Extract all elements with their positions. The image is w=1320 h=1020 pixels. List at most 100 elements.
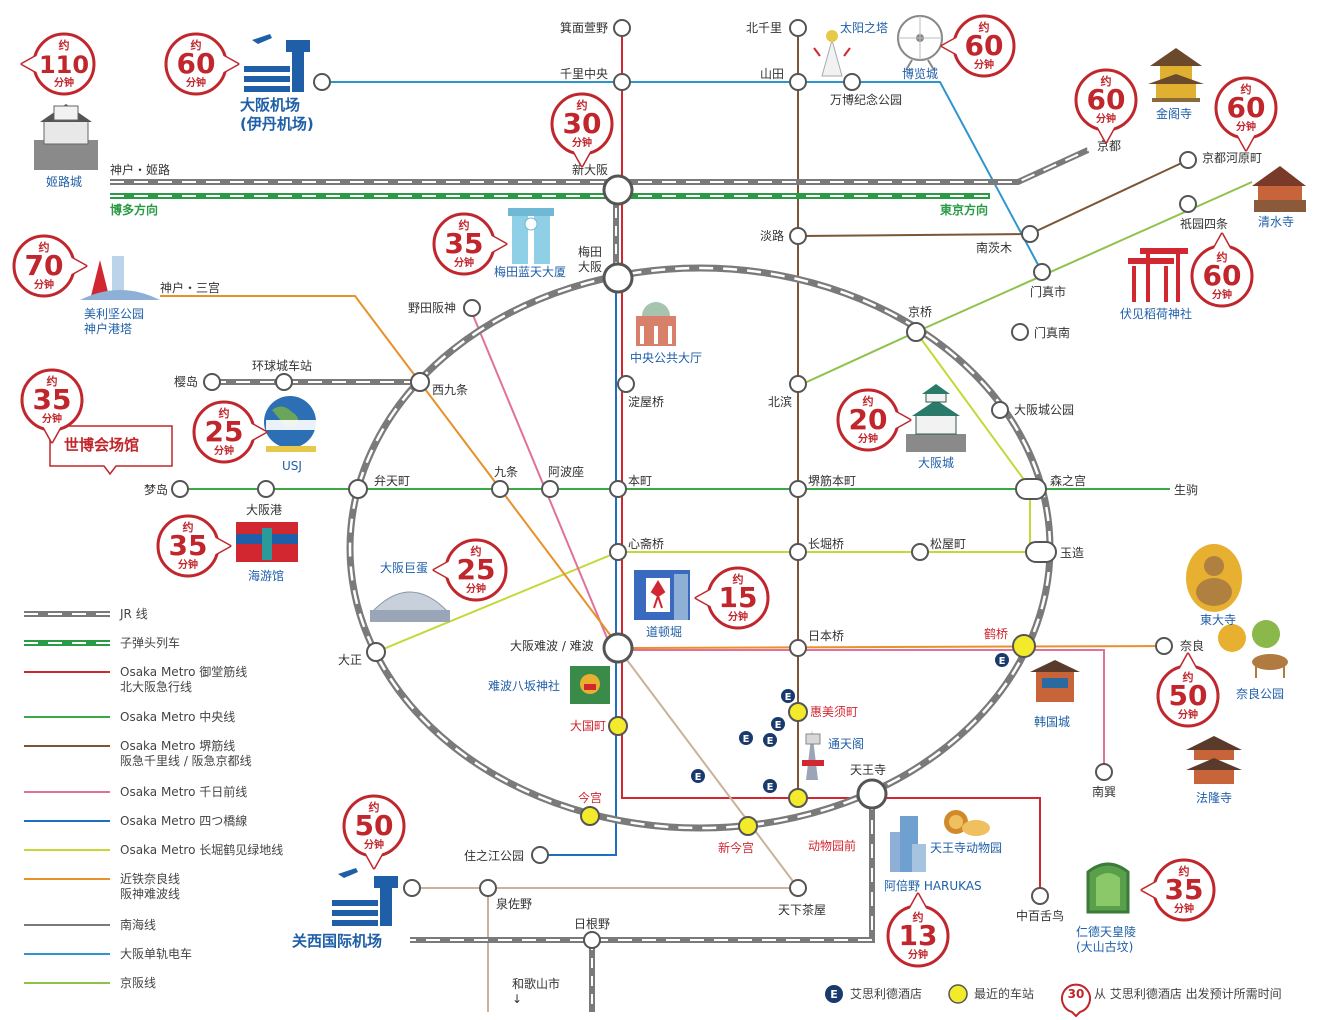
station-marker[interactable] <box>1155 637 1173 655</box>
badge-prefix: 约 <box>59 38 70 52</box>
nearest-station-marker[interactable] <box>738 816 758 836</box>
station-marker[interactable] <box>789 19 807 37</box>
station-marker[interactable] <box>789 227 807 245</box>
station-marker[interactable] <box>491 480 509 498</box>
badge-unit: 分钟 <box>728 610 748 623</box>
station-marker[interactable] <box>275 373 293 391</box>
station-marker[interactable] <box>1025 541 1057 563</box>
tsutenkaku-icon <box>802 730 824 780</box>
station-marker[interactable] <box>789 543 807 561</box>
badge-prefix: 约 <box>471 544 482 558</box>
map-key: E 艾思利德酒店 最近的车站 30 从 艾思利德酒店 出发预计所需时间 <box>825 983 1282 1018</box>
station-marker[interactable] <box>789 480 807 498</box>
station-marker[interactable] <box>789 73 807 91</box>
expo-venue-box[interactable]: 世博会场馆 <box>49 425 173 476</box>
station-marker[interactable] <box>843 73 861 91</box>
legend-item: Osaka Metro 千日前线 <box>24 784 247 799</box>
station-marker[interactable] <box>583 931 601 949</box>
station-marker[interactable] <box>911 543 929 561</box>
station-label: 千里中央 <box>560 66 608 81</box>
station-marker[interactable] <box>906 322 926 342</box>
nearest-station-marker[interactable] <box>788 702 808 722</box>
station-marker[interactable] <box>203 373 221 391</box>
hotel-marker[interactable]: E <box>781 689 795 703</box>
station-marker[interactable] <box>403 879 421 897</box>
hotel-marker[interactable]: E <box>691 769 705 783</box>
station-marker[interactable] <box>613 19 631 37</box>
station-label: 南巽 <box>1092 784 1116 799</box>
station-marker[interactable] <box>609 543 627 561</box>
station-marker[interactable] <box>1011 323 1029 341</box>
nearest-station-marker[interactable] <box>788 788 808 808</box>
station-marker[interactable] <box>1015 478 1047 500</box>
central-public-hall-icon <box>636 302 676 346</box>
station-label: 弁天町 <box>374 473 410 488</box>
station-marker[interactable] <box>613 73 631 91</box>
station-marker[interactable] <box>1031 887 1049 905</box>
yotsubashi-line <box>540 280 617 856</box>
badge-prefix: 约 <box>1241 82 1252 96</box>
station-marker[interactable] <box>789 375 807 393</box>
station-markers <box>171 19 1197 949</box>
station-marker[interactable] <box>789 879 807 897</box>
poi-label-tsutenkaku: 通天阁 <box>828 737 864 751</box>
sennichimae-line <box>469 307 1105 772</box>
station-marker[interactable] <box>531 846 549 864</box>
hotel-marker[interactable]: E <box>739 731 753 745</box>
station-marker[interactable] <box>366 642 386 662</box>
nearest-station-marker[interactable] <box>1012 634 1036 658</box>
station-marker[interactable] <box>541 480 559 498</box>
legend-item: Osaka Metro 堺筋线阪急千里线 / 阪急京都线 <box>24 738 252 768</box>
station-label: 山田 <box>760 67 784 81</box>
nintoku-tomb-icon <box>1086 862 1130 914</box>
fushimi-inari-icon <box>1128 248 1188 302</box>
badge-prefix: 约 <box>191 38 202 52</box>
station-marker[interactable] <box>609 480 627 498</box>
station-label: 樱岛 <box>174 374 198 389</box>
station-marker[interactable] <box>856 778 888 810</box>
badge-minutes: 60 <box>1227 91 1266 124</box>
station-marker[interactable] <box>410 372 430 392</box>
station-marker[interactable] <box>789 639 807 657</box>
station-marker[interactable] <box>1179 151 1197 169</box>
station-marker[interactable] <box>348 479 368 499</box>
hotel-marker[interactable]: E <box>771 717 785 731</box>
station-label: 天王寺 <box>850 763 886 777</box>
hotel-key-icon <box>825 985 843 1003</box>
station-marker[interactable] <box>479 879 497 897</box>
station-marker[interactable] <box>313 73 331 91</box>
badge-unit: 分钟 <box>214 444 234 457</box>
nearest-station-marker[interactable] <box>580 806 600 826</box>
station-marker[interactable] <box>602 174 634 206</box>
station-marker[interactable] <box>602 262 634 294</box>
station-marker[interactable] <box>602 632 634 664</box>
station-marker[interactable] <box>171 480 189 498</box>
hotel-marker[interactable]: E <box>995 653 1009 667</box>
station-label: 森之宫 <box>1050 473 1086 488</box>
station-marker[interactable] <box>1095 763 1113 781</box>
hotel-marker[interactable]: E <box>763 779 777 793</box>
station-marker[interactable] <box>463 299 481 317</box>
poi-label-tennoji-zoo: 天王寺动物园 <box>930 841 1002 855</box>
hotel-marker[interactable]: E <box>763 733 777 747</box>
hotel-marker-letter: E <box>767 736 774 747</box>
station-marker[interactable] <box>1179 195 1197 213</box>
legend-item: JR 线 <box>24 607 148 621</box>
station-marker[interactable] <box>1033 263 1051 281</box>
line-labels: 神户・姬路 博多方向 東京方向 神户・三宫 <box>110 162 988 295</box>
station-marker[interactable] <box>1021 225 1039 243</box>
station-marker[interactable] <box>991 401 1009 419</box>
hotel-marker-letter: E <box>999 656 1006 667</box>
legend-item: 近铁奈良线阪神难波线 <box>24 871 180 901</box>
station-marker[interactable] <box>257 480 275 498</box>
nearest-station-marker[interactable] <box>608 716 628 736</box>
station-marker[interactable] <box>617 375 635 393</box>
station-label: 日根野 <box>574 917 610 931</box>
hotel-key-label: 艾思利德酒店 <box>850 986 922 1001</box>
poi-label-horyuji: 法隆寺 <box>1196 790 1232 805</box>
poi-label-nintoku: 仁德天皇陵(大山古坟) <box>1076 924 1136 954</box>
badge-minutes: 25 <box>457 553 496 586</box>
